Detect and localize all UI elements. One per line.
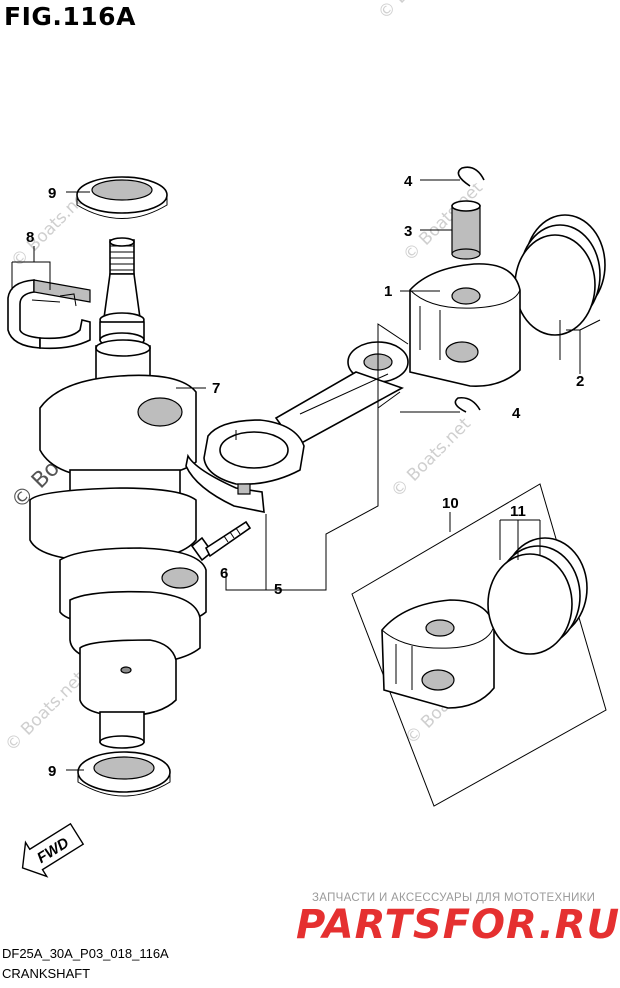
part-piston: [409, 263, 521, 387]
part-piston-rings: [514, 214, 606, 336]
part-piston-assembly: [381, 599, 495, 709]
part-oil-seal-bottom: [77, 751, 171, 797]
part-crankshaft: [29, 237, 207, 749]
figure-code: DF25A_30A_P03_018_116A: [2, 946, 169, 961]
callout-1: 1: [384, 283, 392, 300]
callout-9-bottom: 9: [48, 763, 56, 780]
callout-10: 10: [442, 495, 459, 512]
part-piston-pin-circlip-top: [457, 166, 485, 187]
fwd-arrow-icon: FWD: [21, 822, 85, 878]
part-piston-assembly-box: [351, 483, 607, 807]
callout-5: 5: [274, 581, 282, 598]
figure-title: FIG.116A: [4, 2, 136, 31]
callout-3: 3: [404, 223, 412, 240]
figure-name: CRANKSHAFT: [2, 966, 91, 981]
promo-tagline: ЗАПЧАСТИ И АКСЕССУАРЫ ДЛЯ МОТОТЕХНИКИ: [312, 892, 596, 904]
callout-8: 8: [26, 229, 34, 246]
callout-6: 6: [220, 565, 228, 582]
part-connecting-rod: [185, 341, 409, 513]
part-piston-pin: [451, 200, 481, 260]
leader-lines: [11, 179, 601, 771]
watermark-right-center: © Boats.net: [387, 414, 475, 502]
part-oil-seal-top: [76, 176, 168, 219]
callout-labels: 9 8 7 4 3 1 2 4 6 5 10 11 9: [26, 173, 584, 780]
callout-4-bottom: 4: [512, 405, 521, 422]
part-piston-ring-set: [487, 537, 588, 655]
callout-4-top: 4: [404, 173, 413, 190]
promo-brand-logo[interactable]: PARTSFOR.RU: [296, 902, 620, 948]
callout-11: 11: [510, 503, 526, 520]
watermark-lower-left: © Boats.net: [1, 668, 89, 756]
callout-9-top: 9: [48, 185, 56, 202]
part-crankshaft-bearing: [7, 279, 91, 350]
callout-7: 7: [212, 380, 220, 397]
part-connecting-rod-bolt: [190, 520, 252, 562]
callout-2: 2: [576, 373, 584, 390]
watermark-top: © Boats.net: [374, 0, 462, 24]
part-piston-pin-circlip-bottom: [454, 396, 481, 413]
